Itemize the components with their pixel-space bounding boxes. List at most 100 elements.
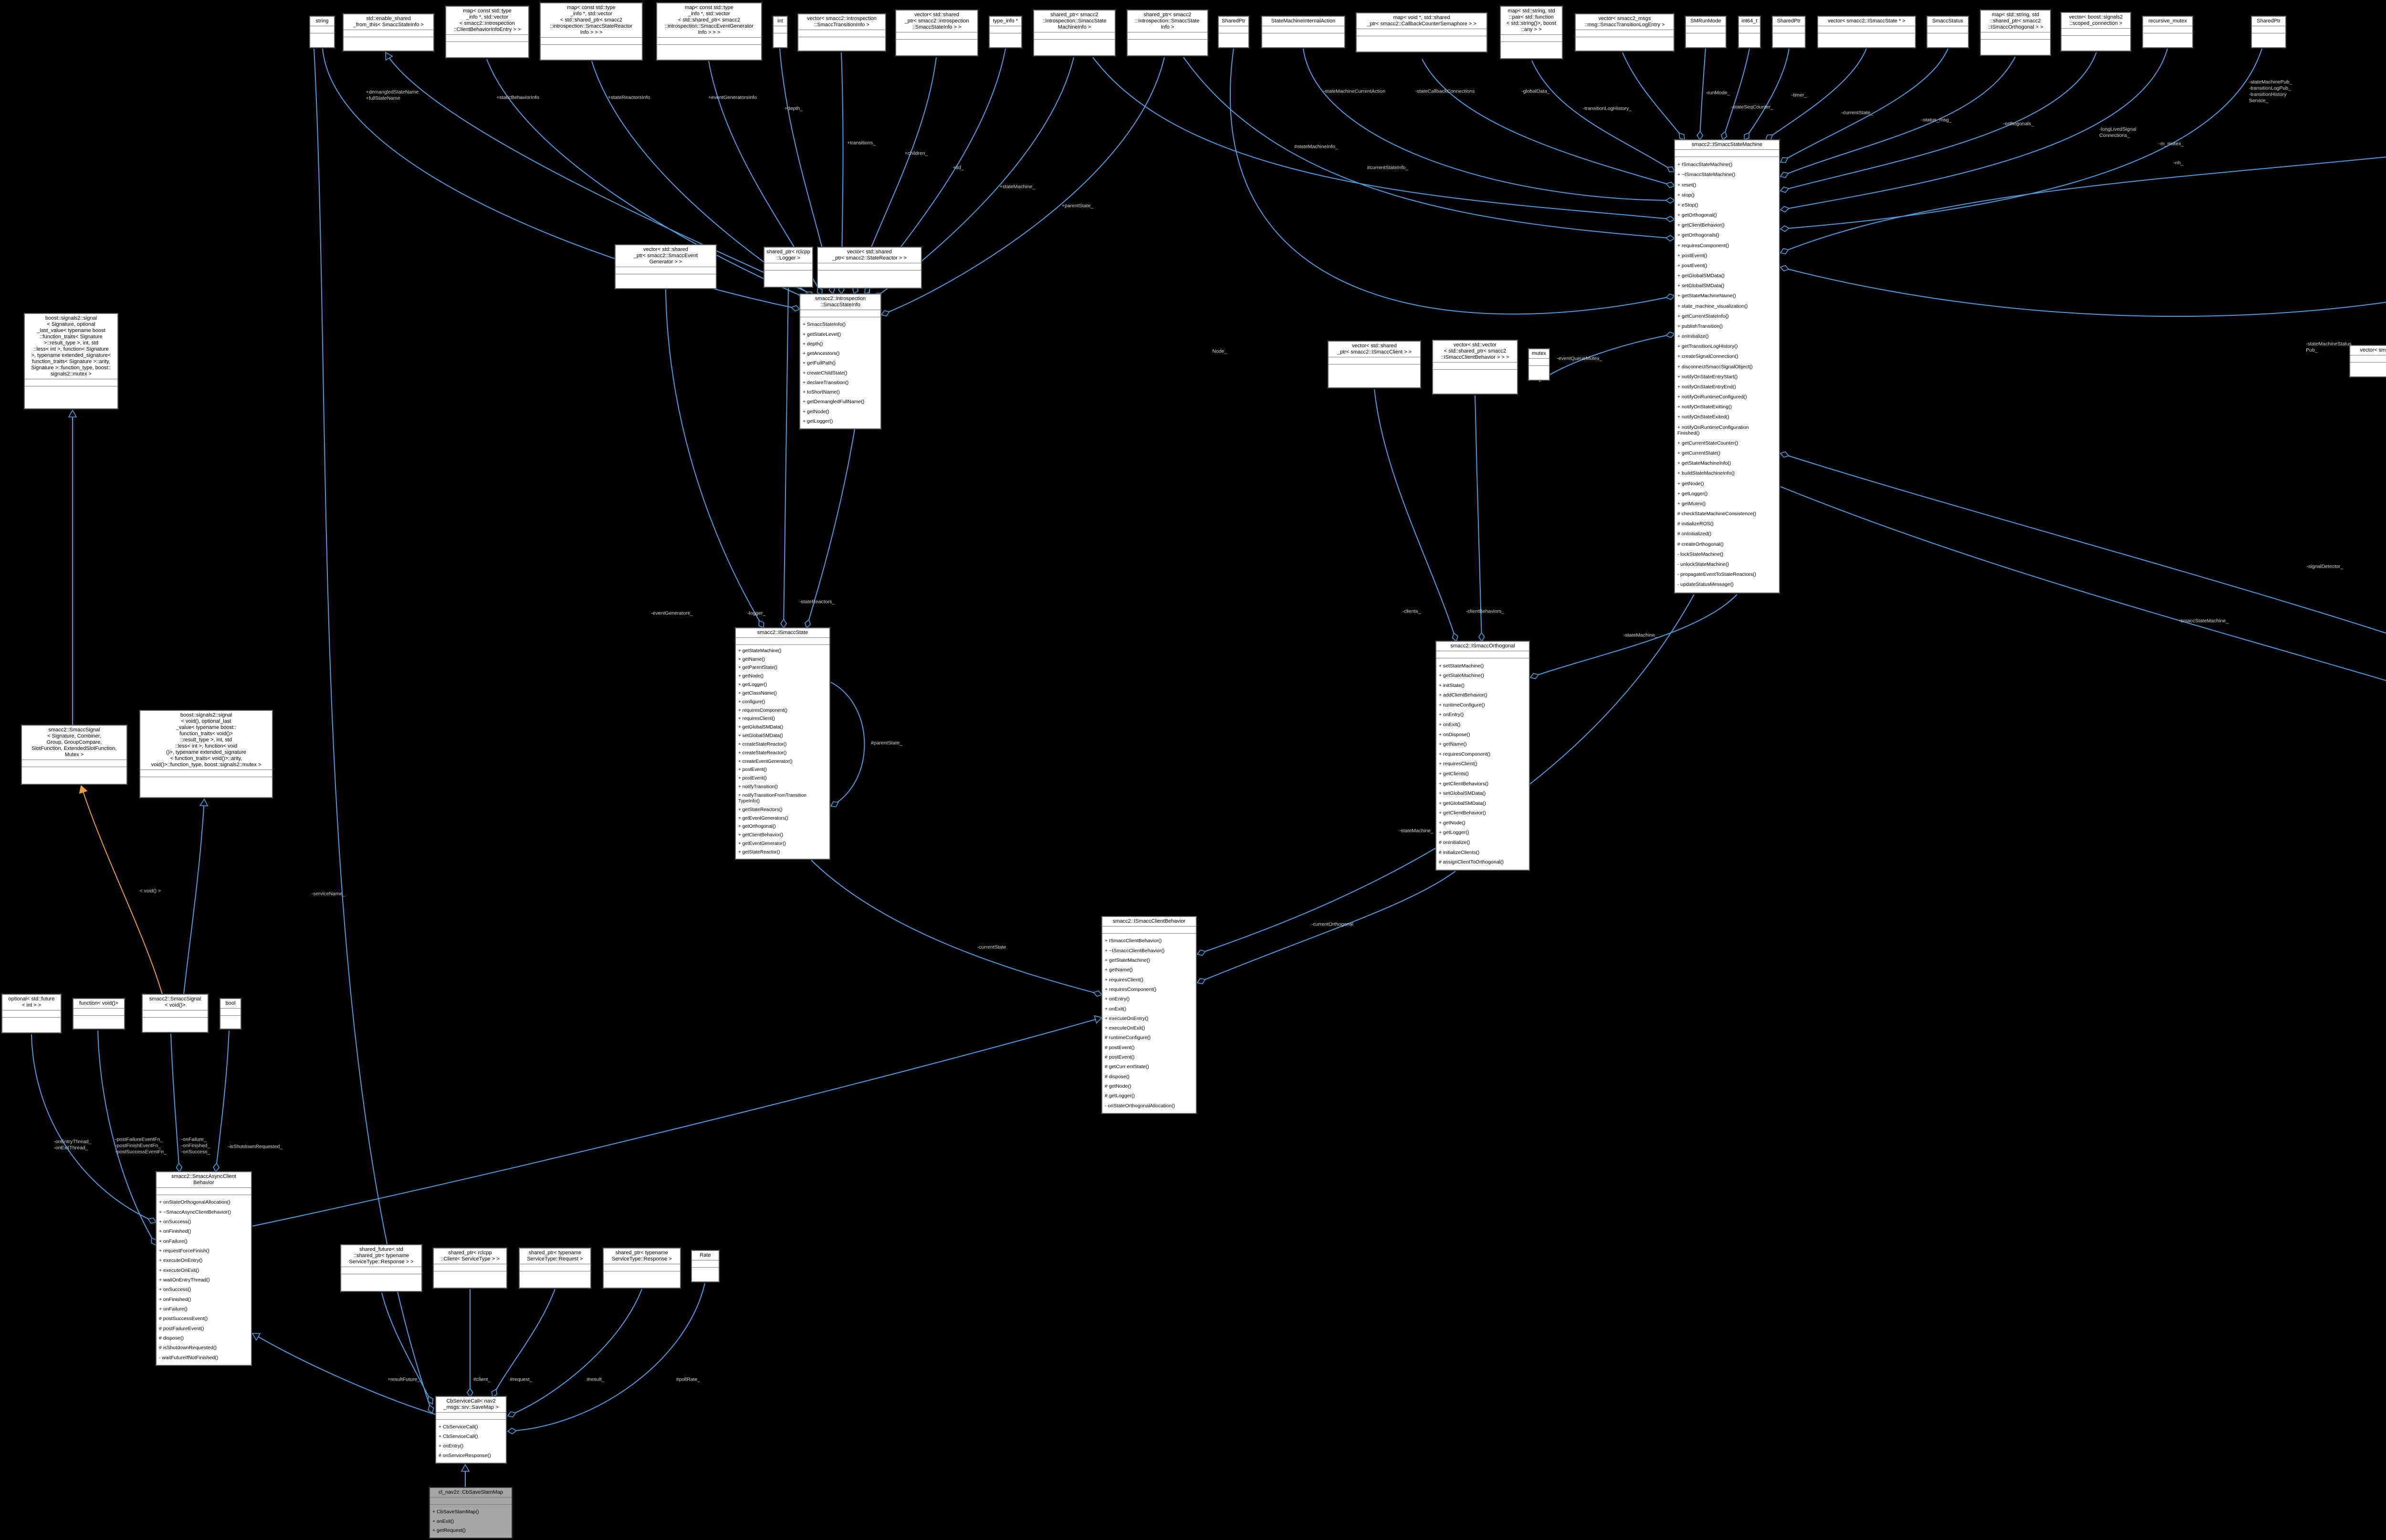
uml-node-map_cbinfo[interactable]: map< const std::type _info *, std::vecto… bbox=[445, 6, 529, 58]
edge-label: -currentState bbox=[977, 944, 1006, 950]
member: + ~SmaccAsyncClientBehavior() bbox=[159, 1209, 231, 1215]
member: + getClientBehavior() bbox=[738, 832, 784, 838]
uml-node-bool[interactable]: bool bbox=[220, 998, 241, 1030]
uml-node-mutex[interactable]: mutex bbox=[1528, 348, 1550, 381]
uml-node-smrunmode[interactable]: SMRunMode bbox=[1685, 16, 1727, 48]
empty-compartment bbox=[73, 1009, 124, 1016]
uml-node-v_stateinfo[interactable]: vector< std::shared _ptr< smacc2::intros… bbox=[895, 10, 978, 56]
member: - onStateOrthogonalAllocation() bbox=[1105, 1103, 1175, 1109]
class-title-ismaccsm: smacc2::ISmaccStateMachine bbox=[1675, 140, 1779, 150]
uml-node-sharedptr2[interactable]: SharedPtr bbox=[1772, 16, 1806, 48]
uml-node-v_updatable[interactable]: vector< smacc2::ISmaccUpdatable * > bbox=[2349, 345, 2386, 377]
member: + getName() bbox=[1439, 741, 1467, 748]
uml-node-map_cbsem[interactable]: map< void *, std::shared _ptr< smacc2::C… bbox=[1356, 12, 1487, 52]
uml-node-map_egen[interactable]: map< const std::type _info *, std::vecto… bbox=[656, 2, 762, 61]
uml-node-map_orth[interactable]: map< std::string, std ::shared_ptr< smac… bbox=[1980, 10, 2051, 56]
inheritance-arrow bbox=[1094, 1015, 1103, 1024]
uml-node-shared_future[interactable]: shared_future< std ::shared_ptr< typenam… bbox=[340, 1244, 422, 1292]
uml-node-sp_logger[interactable]: shared_ptr< rclcpp ::Logger > bbox=[764, 247, 813, 288]
uml-node-sharedptr3[interactable]: SharedPtr bbox=[2251, 16, 2286, 48]
uml-node-v_translog[interactable]: vector< smacc2_msgs ::msg::SmaccTransiti… bbox=[1575, 13, 1674, 52]
uml-node-enable_shared[interactable]: std::enable_shared _from_this< SmaccStat… bbox=[343, 13, 434, 52]
uml-node-ismaccsm[interactable]: smacc2::ISmaccStateMachine+ ISmaccStateM… bbox=[1674, 139, 1780, 593]
uml-node-orth[interactable]: smacc2::ISmaccOrthogonal+ setStateMachin… bbox=[1435, 641, 1530, 871]
class-title-mutex: mutex bbox=[1529, 349, 1549, 359]
aggregation-diamond bbox=[428, 1404, 434, 1414]
class-title-enable_shared: std::enable_shared _from_this< SmaccStat… bbox=[344, 14, 433, 30]
aggregation-diamond bbox=[1779, 225, 1790, 232]
uml-node-rec_mutex[interactable]: recursive_mutex bbox=[2142, 16, 2193, 48]
member: + createStateReactor() bbox=[738, 741, 787, 747]
edge-agg bbox=[1780, 156, 2386, 253]
uml-node-v_scoped[interactable]: vector< boost::signals2 ::scoped_connect… bbox=[2061, 12, 2131, 52]
uml-node-bs_signal_void[interactable]: boost::signals2::signal < void(), option… bbox=[139, 710, 273, 798]
uml-node-bs_signal_sig[interactable]: boost::signals2::signal < Signature, opt… bbox=[24, 313, 118, 409]
edge-agg bbox=[1183, 57, 1675, 239]
empty-compartment bbox=[1501, 42, 1562, 49]
uml-node-string[interactable]: string bbox=[309, 16, 335, 48]
empty-compartment bbox=[1034, 32, 1115, 40]
member: # dispose() bbox=[1105, 1073, 1130, 1080]
aggregation-diamond bbox=[491, 1388, 498, 1398]
uml-node-v_istate[interactable]: vector< smacc2::ISmaccState * > bbox=[1817, 16, 1916, 48]
uml-node-v_egen_sp[interactable]: vector< std::shared _ptr< smacc2::SmaccE… bbox=[615, 244, 717, 289]
uml-node-smaccsignal_void[interactable]: smacc2::SmaccSignal < void()> bbox=[142, 994, 209, 1033]
empty-compartment bbox=[1818, 26, 1915, 33]
aggregation-diamond bbox=[467, 1387, 473, 1398]
empty-compartment bbox=[1773, 26, 1805, 33]
uml-node-sab[interactable]: smacc2::SmaccAsyncClient Behavior+ onSta… bbox=[156, 1171, 252, 1366]
uml-node-v_icb_vec[interactable]: vector< std::vector < std::shared_ptr< s… bbox=[1432, 340, 1518, 395]
empty-compartment bbox=[1927, 26, 1968, 33]
class-title-shared_future: shared_future< std ::shared_ptr< typenam… bbox=[341, 1245, 421, 1267]
uml-node-v_iclient[interactable]: vector< std::shared _ptr< smacc2::ISmacc… bbox=[1328, 341, 1421, 388]
member: + requiresClient() bbox=[1439, 761, 1477, 767]
empty-compartment bbox=[25, 386, 117, 393]
uml-node-typeinfo[interactable]: type_info * bbox=[989, 16, 1022, 48]
edge-label: -eventGenerators_ bbox=[651, 610, 693, 616]
empty-compartment bbox=[310, 33, 334, 40]
inheritance-arrow bbox=[385, 52, 393, 61]
edge-label: -m_mutex_ bbox=[2158, 141, 2184, 147]
uml-node-sp_si[interactable]: shared_ptr< smacc2 ::introspection::Smac… bbox=[1127, 10, 1208, 56]
member: + setGlobalSMData() bbox=[1677, 283, 1725, 289]
uml-node-smaccsignal_sig[interactable]: smacc2::SmaccSignal < Signature, Combine… bbox=[21, 725, 127, 785]
class-title-ismaccstate: smacc2::ISmaccState bbox=[736, 628, 829, 638]
uml-node-cbsc[interactable]: CbServiceCall< nav2 _msgs::srv::SaveMap … bbox=[435, 1396, 507, 1464]
member: + getParentState() bbox=[738, 665, 777, 671]
member: + getClientBehavior() bbox=[1677, 222, 1725, 229]
edge-agg bbox=[1374, 389, 1457, 642]
uml-node-cbsaveslam[interactable]: cl_nav2z::CbSaveSlamMap+ CbSaveSlamMap()… bbox=[429, 1487, 513, 1539]
empty-compartment bbox=[818, 263, 921, 271]
uml-node-smaccstatus[interactable]: SmaccStatus bbox=[1926, 16, 1969, 48]
uml-node-int[interactable]: int bbox=[773, 16, 788, 48]
uml-node-func_void[interactable]: function< void()> bbox=[73, 998, 125, 1030]
edge-agg bbox=[1699, 48, 1706, 140]
member: # postEvent() bbox=[1105, 1054, 1135, 1061]
uml-node-smia[interactable]: StateMachineInternalAction bbox=[1261, 16, 1345, 48]
uml-node-opt_future[interactable]: optional< std::future < int > > bbox=[1, 994, 62, 1033]
attributes-compartment bbox=[736, 638, 829, 645]
member: + stop() bbox=[1677, 192, 1695, 198]
uml-node-sp_response[interactable]: shared_ptr< typename ServiceType::Respon… bbox=[603, 1248, 681, 1289]
uml-node-map_sreactor[interactable]: map< const std::type _info *, std::vecto… bbox=[540, 2, 643, 61]
member: # getLogger() bbox=[1105, 1093, 1135, 1099]
uml-node-sp_smi[interactable]: shared_ptr< smacc2 ::introspection::Smac… bbox=[1033, 10, 1116, 56]
uml-node-sp_request[interactable]: shared_ptr< typename ServiceType::Reques… bbox=[519, 1248, 591, 1289]
uml-node-v_sreactor[interactable]: vector< std::shared _ptr< smacc2::StateR… bbox=[817, 247, 922, 289]
member: + notifyOnRuntimeConfigured() bbox=[1677, 394, 1747, 400]
member: + notifyOnRuntimeConfiguration Finished(… bbox=[1677, 424, 1749, 436]
uml-node-ismaccstate[interactable]: smacc2::ISmaccState+ getStateMachine()+ … bbox=[735, 627, 830, 860]
uml-node-v_transinfo[interactable]: vector< smacc2::introspection ::SmaccTra… bbox=[797, 13, 886, 52]
uml-node-rate[interactable]: Rate bbox=[691, 1250, 720, 1282]
uml-node-int64[interactable]: int64_t bbox=[1738, 16, 1761, 48]
uml-node-icb[interactable]: smacc2::ISmaccClientBehavior+ ISmaccClie… bbox=[1101, 916, 1197, 1114]
members-list-ismaccstate: + getStateMachine()+ getName()+ getParen… bbox=[736, 645, 829, 859]
empty-compartment bbox=[896, 32, 977, 40]
uml-node-map_global[interactable]: map< std::string, std ::pair< std::funct… bbox=[1500, 6, 1563, 59]
uml-node-smaccstateinfo[interactable]: smacc2::introspection ::SmaccStateInfo+ … bbox=[799, 293, 881, 429]
uml-node-sharedptr1[interactable]: SharedPtr bbox=[1218, 16, 1249, 48]
member: + getCurrentStateCounter() bbox=[1677, 440, 1738, 446]
edge-label: -status_msg_ bbox=[1921, 117, 1952, 123]
edge-label: -stateSeqCounter_ bbox=[1731, 104, 1774, 110]
uml-node-sp_client[interactable]: shared_ptr< rclcpp ::Client< ServiceType… bbox=[433, 1248, 507, 1289]
